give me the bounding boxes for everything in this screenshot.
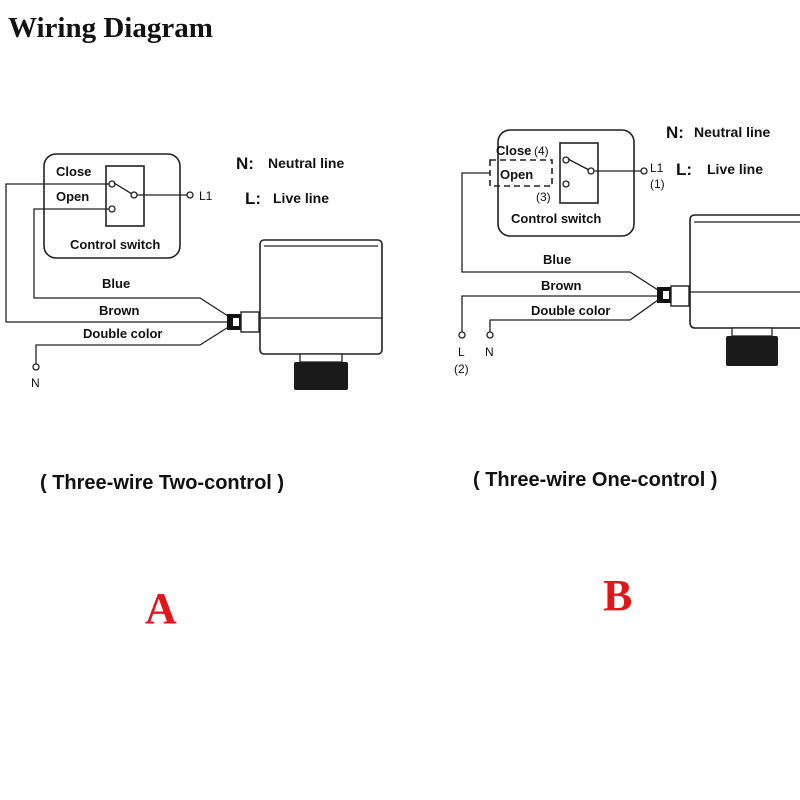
wire-double-color-a	[35, 325, 231, 364]
legend-l-key-a: L:	[245, 189, 261, 208]
diagram-b: Close (4) Open (3) Control switch L1 (1)…	[454, 123, 800, 620]
caption-a: ( Three-wire Two-control )	[40, 472, 284, 494]
switch-close-label-b: Close	[496, 143, 531, 158]
n-label-b: N	[485, 345, 494, 359]
wire-double-label-b: Double color	[531, 303, 610, 318]
diagram-a: Close Open Control switch L1 N: Neutral …	[5, 153, 383, 633]
connector-housing-b	[670, 285, 690, 307]
legend-l-text-a: Live line	[273, 190, 329, 206]
switch-open-contact-b	[562, 180, 570, 188]
switch-box-label-b: Control switch	[511, 211, 601, 226]
l-terminal-b	[458, 331, 466, 339]
l1-label-a: L1	[199, 189, 213, 203]
l-label-b: L	[458, 345, 465, 359]
wire-brown-b	[461, 295, 658, 332]
diagram-letter-b: B	[603, 571, 632, 620]
wire-blue-label-b: Blue	[543, 252, 571, 267]
actuator-base-b	[726, 336, 778, 366]
wire-double-label-a: Double color	[83, 326, 162, 341]
actuator-body-b	[689, 214, 800, 329]
switch-box-label-a: Control switch	[70, 237, 160, 252]
switch-blade-b	[567, 158, 590, 171]
legend-n-text-a: Neutral line	[268, 155, 344, 171]
legend-l-key-b: L:	[676, 160, 692, 179]
actuator-base-a	[294, 362, 348, 390]
page-title: Wiring Diagram	[8, 12, 213, 44]
l1-label-b: L1	[650, 161, 664, 175]
wire-blue-a	[33, 208, 229, 317]
wire-brown-label-a: Brown	[99, 303, 140, 318]
wire-blue-b	[461, 172, 659, 291]
switch-close-contact-a	[108, 180, 116, 188]
control-switch-box-b	[497, 129, 635, 237]
switch-inner-a	[105, 165, 145, 227]
legend-l-text-b: Live line	[707, 161, 763, 177]
legend-n-key-a: N:	[236, 154, 254, 173]
caption-b: ( Three-wire One-control )	[473, 469, 717, 491]
actuator-b	[657, 214, 800, 366]
switch-close-label-a: Close	[56, 164, 91, 179]
switch-blade-a	[113, 182, 133, 195]
l-num-b: (2)	[454, 362, 469, 376]
switch-close-contact-b	[562, 156, 570, 164]
wire-brown-a	[5, 183, 230, 323]
switch-open-label-a: Open	[56, 189, 89, 204]
switch-inner-b	[559, 142, 599, 204]
legend-n-key-b: N:	[666, 123, 684, 142]
control-switch-box-a	[43, 153, 181, 259]
n-terminal-b	[486, 331, 494, 339]
switch-open-num-b: (3)	[536, 190, 551, 204]
switch-close-num-b: (4)	[534, 144, 549, 158]
actuator-body-a	[259, 239, 383, 355]
wire-double-color-b	[489, 299, 659, 332]
n-terminal-a	[32, 363, 40, 371]
diagram-letter-a: A	[145, 584, 177, 633]
connector-housing-a	[240, 311, 260, 333]
switch-open-contact-a	[108, 205, 116, 213]
n-label-a: N	[31, 376, 40, 390]
l1-terminal-a	[186, 191, 194, 199]
l1-terminal-b	[640, 167, 648, 175]
switch-open-label-b: Open	[500, 167, 533, 182]
wire-brown-label-b: Brown	[541, 278, 582, 293]
actuator-a	[227, 239, 383, 390]
switch-common-contact-b	[587, 167, 595, 175]
switch-common-contact-a	[130, 191, 138, 199]
l1-num-b: (1)	[650, 177, 665, 191]
wire-blue-label-a: Blue	[102, 276, 130, 291]
legend-n-text-b: Neutral line	[694, 124, 770, 140]
